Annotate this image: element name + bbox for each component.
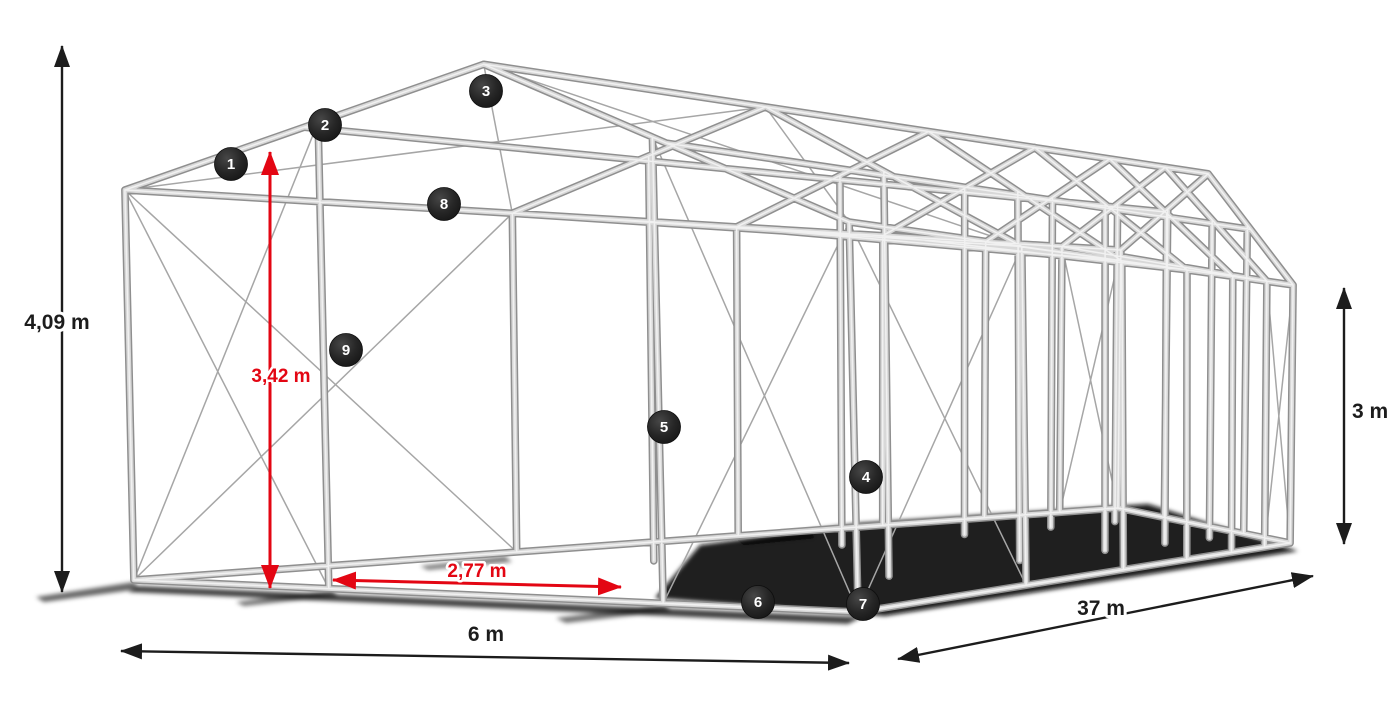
part-marker-1: 1 bbox=[214, 147, 248, 181]
marker-badge-circle bbox=[469, 74, 503, 108]
dimension-door-height: 3,42 m bbox=[249, 151, 313, 589]
marker-badge-circle bbox=[849, 460, 883, 494]
dimension-annotations: 4,09 m 6 m 37 m 3 m 3,42 m 2,77 m bbox=[21, 45, 1391, 671]
dimension-width: 6 m bbox=[120, 620, 850, 671]
part-marker-9: 9 bbox=[329, 333, 363, 367]
marker-badge-circle bbox=[741, 585, 775, 619]
marker-number: 1 bbox=[227, 156, 235, 173]
width-label: 6 m bbox=[468, 623, 504, 646]
part-marker-4: 4 bbox=[849, 460, 883, 494]
part-marker-2: 2 bbox=[308, 108, 342, 142]
frame-tubes-highlight bbox=[124, 63, 1294, 613]
marker-number: 7 bbox=[859, 596, 867, 613]
dimension-length: 37 m bbox=[897, 572, 1314, 663]
marker-number: 4 bbox=[862, 469, 871, 486]
marker-badge-circle bbox=[427, 187, 461, 221]
dimension-side-height: 3 m bbox=[1336, 287, 1391, 545]
marker-number: 8 bbox=[440, 196, 448, 213]
marker-number: 2 bbox=[321, 117, 329, 134]
part-marker-5: 5 bbox=[647, 410, 681, 444]
door-width-arrow bbox=[332, 571, 622, 596]
part-marker-6: 6 bbox=[741, 585, 775, 619]
width-arrow bbox=[120, 643, 850, 671]
marker-badge-circle bbox=[308, 108, 342, 142]
marker-badge-circle bbox=[329, 333, 363, 367]
door-width-label: 2,77 m bbox=[447, 561, 506, 582]
marker-number: 9 bbox=[342, 342, 350, 359]
shadow-shape bbox=[36, 582, 140, 602]
shadow-shape bbox=[556, 604, 671, 623]
part-markers: 1 2 3 4 5 6 7 8 bbox=[214, 74, 883, 621]
marker-number: 5 bbox=[660, 419, 668, 436]
tent-frame bbox=[121, 60, 1297, 616]
part-marker-7: 7 bbox=[846, 587, 880, 621]
marker-badge-circle bbox=[647, 410, 681, 444]
marker-badge-circle bbox=[214, 147, 248, 181]
shadow-shape bbox=[420, 556, 512, 570]
side-height-label: 3 m bbox=[1352, 400, 1388, 423]
shadow-shape bbox=[236, 590, 338, 606]
length-arrow bbox=[897, 572, 1314, 663]
part-marker-3: 3 bbox=[469, 74, 503, 108]
dimension-door-width: 2,77 m bbox=[332, 559, 622, 596]
total-height-label: 4,09 m bbox=[24, 311, 89, 334]
marker-number: 3 bbox=[482, 83, 490, 100]
part-marker-8: 8 bbox=[427, 187, 461, 221]
length-label: 37 m bbox=[1077, 597, 1125, 620]
marker-number: 6 bbox=[754, 594, 762, 611]
dimension-total-height: 4,09 m bbox=[21, 45, 93, 593]
door-height-label: 3,42 m bbox=[251, 366, 310, 387]
marker-badge-circle bbox=[846, 587, 880, 621]
